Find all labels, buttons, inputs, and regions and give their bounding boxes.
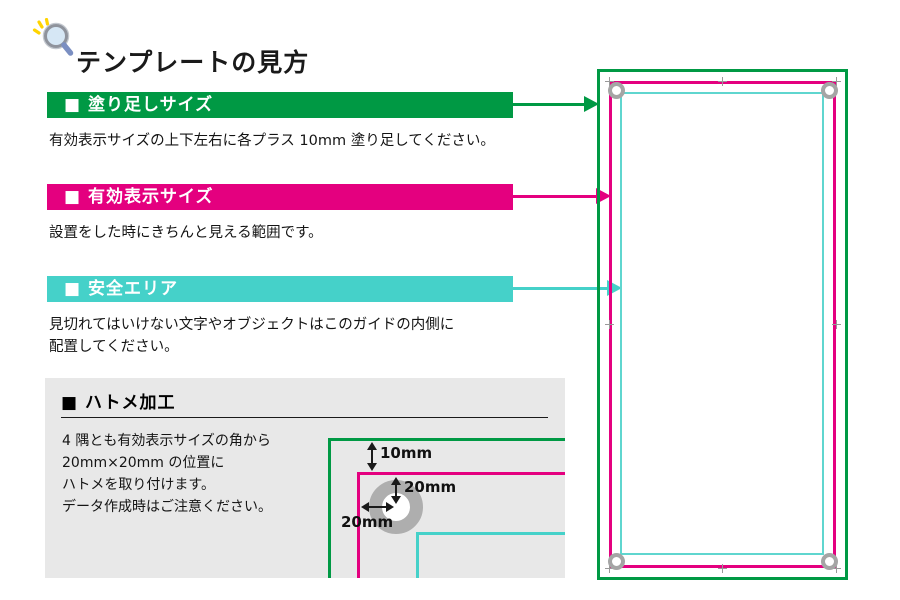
- crop-mark: [718, 564, 727, 573]
- dim-label-10mm: 10mm: [380, 444, 433, 462]
- bleed-corner-line-h: [328, 438, 565, 441]
- page-title: テンプレートの見方: [76, 47, 310, 77]
- crop-mark: [605, 77, 614, 86]
- dim-arrow-down: [367, 463, 377, 471]
- safe-area-description-line1: 見切れてはいけない文字やオブジェクトはこのガイドの内側に: [49, 317, 455, 333]
- magnifier-icon: [32, 18, 74, 56]
- dim-arrow-up: [391, 477, 401, 485]
- effective-size-description: 設置をした時にきちんと見える範囲です。: [49, 225, 323, 241]
- eyelet-body-line: 4 隅とも有効表示サイズの角から: [62, 433, 271, 449]
- eyelet-body-line: 20mm×20mm の位置に: [62, 455, 225, 471]
- eyelet-icon: [608, 553, 625, 570]
- eyelet-icon: [821, 82, 838, 99]
- effective-corner-line-h: [357, 472, 565, 475]
- eyelet-panel-heading: ■ ハトメ加工: [61, 393, 176, 413]
- dim-label-20mm-vertical: 20mm: [404, 478, 457, 496]
- eyelet-panel-body: 4 隅とも有効表示サイズの角から 20mm×20mm の位置に ハトメを取り付け…: [62, 430, 272, 518]
- dim-arrow-left: [361, 502, 369, 512]
- bleed-corner-line-v: [328, 438, 331, 578]
- dim-arrow-up: [367, 442, 377, 450]
- dim-arrow-bar: [371, 448, 373, 464]
- dim-arrow-bar: [368, 506, 387, 508]
- dim-label-20mm-horizontal: 20mm: [341, 513, 394, 531]
- dim-arrow-bar: [395, 483, 397, 497]
- eyelet-body-line: データ作成時はご注意ください。: [62, 499, 272, 515]
- crop-mark: [605, 320, 614, 329]
- panel-divider: [61, 417, 548, 418]
- safe-area-banner: ■ 安全エリア: [47, 276, 513, 302]
- dim-arrow-down: [391, 496, 401, 504]
- bleed-rect: [597, 69, 848, 580]
- bleed-size-description: 有効表示サイズの上下左右に各プラス 10mm 塗り足してください。: [49, 133, 495, 149]
- bleed-size-banner: ■ 塗り足しサイズ: [47, 92, 513, 118]
- crop-mark: [605, 564, 614, 573]
- safe-corner-line-h: [416, 532, 565, 535]
- crop-mark: [832, 77, 841, 86]
- safe-area-label: ■ 安全エリア: [64, 279, 178, 299]
- safe-area-description-line2: 配置してください。: [49, 339, 179, 355]
- dim-arrow-right: [386, 502, 394, 512]
- eyelet-processing-panel: ■ ハトメ加工 4 隅とも有効表示サイズの角から 20mm×20mm の位置に …: [45, 378, 565, 578]
- eyelet-icon: [821, 553, 838, 570]
- safe-rect: [620, 92, 824, 555]
- safe-corner-line-v: [416, 532, 419, 578]
- crop-mark: [832, 564, 841, 573]
- eyelet-icon: [608, 82, 625, 99]
- eyelet-body-line: ハトメを取り付けます。: [62, 477, 216, 493]
- effective-size-banner: ■ 有効表示サイズ: [47, 184, 513, 210]
- effective-size-label: ■ 有効表示サイズ: [64, 187, 214, 207]
- effective-corner-line-v: [357, 472, 360, 578]
- crop-mark: [718, 77, 727, 86]
- bleed-size-label: ■ 塗り足しサイズ: [64, 95, 214, 115]
- crop-mark: [832, 320, 841, 329]
